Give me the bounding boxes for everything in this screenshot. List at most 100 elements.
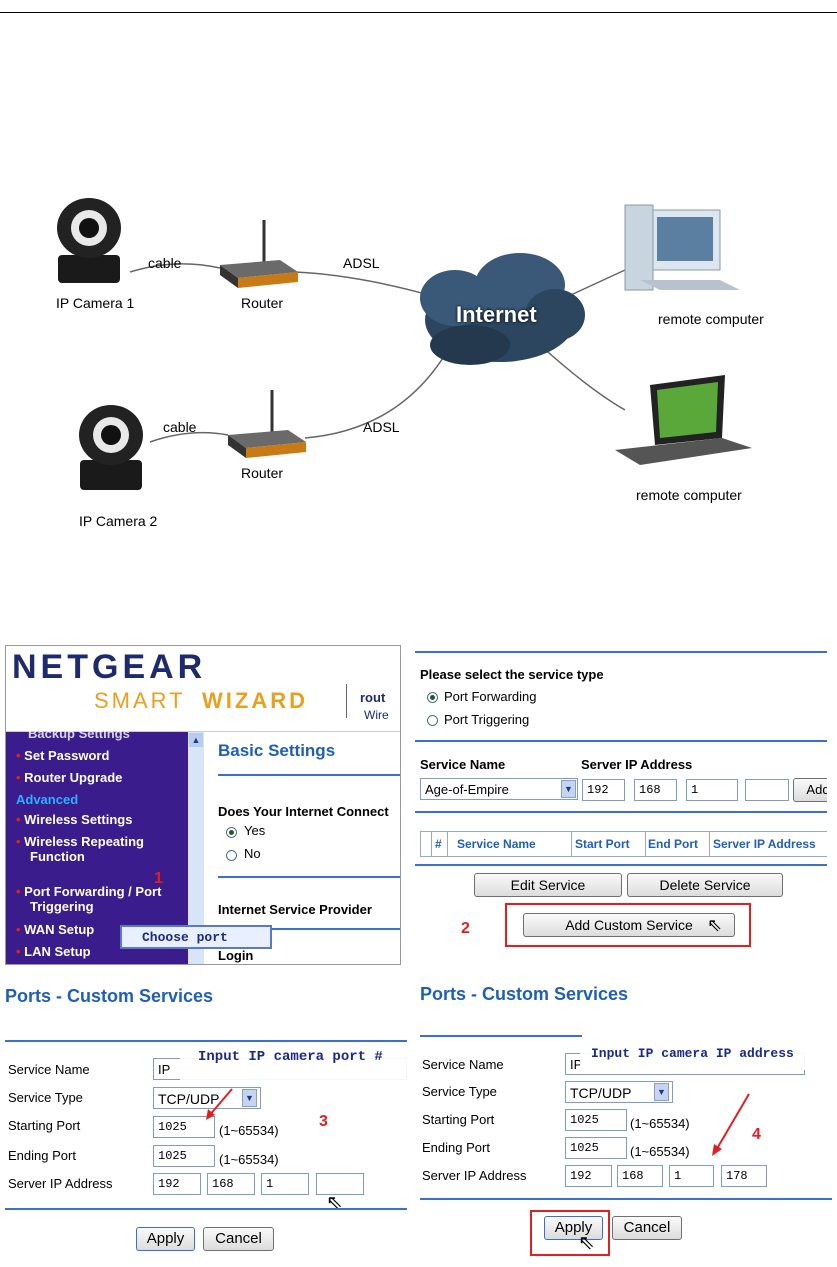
right-ip-octet-2[interactable]: 168 <box>617 1165 663 1187</box>
left-cancel-button[interactable]: Cancel <box>203 1227 274 1251</box>
right-cancel-button[interactable]: Cancel <box>612 1216 682 1240</box>
right-label-service-name: Service Name <box>422 1057 504 1072</box>
cable-line-2 <box>149 431 229 443</box>
ip-camera-2-icon <box>79 405 143 490</box>
basic-settings-rule <box>218 774 400 776</box>
service-top-rule <box>415 651 827 653</box>
cable-label-2: cable <box>163 419 197 435</box>
right-label-server-ip: Server IP Address <box>422 1168 527 1183</box>
yes-radio[interactable] <box>226 827 237 838</box>
menu-item-partial[interactable]: Backup Settings <box>28 726 130 741</box>
left-ip-octet-2[interactable]: 168 <box>207 1173 255 1195</box>
left-end-range: (1~65534) <box>219 1152 279 1167</box>
line-remote-2 <box>539 344 626 411</box>
left-label-starting-port: Starting Port <box>8 1118 81 1133</box>
ip-octet-1[interactable]: 192 <box>582 779 625 801</box>
menu-item-wireless-settings[interactable]: • Wireless Settings <box>16 812 133 827</box>
service-select[interactable]: Age-of-Empire <box>420 778 578 800</box>
right-service-type-select[interactable]: TCP/UDP <box>565 1081 673 1103</box>
right-label-service-type: Service Type <box>422 1084 497 1099</box>
custom-left-top-rule <box>5 1040 407 1042</box>
left-apply-button[interactable]: Apply <box>136 1227 195 1251</box>
add-button[interactable]: Add <box>793 778 827 802</box>
left-start-range: (1~65534) <box>219 1123 279 1138</box>
right-apply-button[interactable]: Apply <box>544 1216 603 1240</box>
server-ip-header: Server IP Address <box>581 757 693 772</box>
port-triggering-radio[interactable] <box>427 715 438 726</box>
right-ip-octet-1[interactable]: 192 <box>565 1165 612 1187</box>
custom-left-title: Ports - Custom Services <box>5 986 214 1006</box>
delete-service-button[interactable]: Delete Service <box>627 873 783 897</box>
menu-item-set-password[interactable]: • Set Password <box>16 748 110 763</box>
no-label: No <box>244 846 261 861</box>
adsl-line-2 <box>304 349 449 439</box>
left-ip-octet-4[interactable] <box>316 1173 364 1195</box>
menu-item-lan-setup[interactable]: • LAN Setup <box>16 944 91 959</box>
right-ip-octet-4[interactable]: 178 <box>721 1165 767 1187</box>
netgear-logo: NETGEAR <box>12 648 207 686</box>
cable-line-1 <box>129 263 221 273</box>
isp-label: Internet Service Provider <box>218 902 372 917</box>
yes-label: Yes <box>244 823 266 838</box>
menu-item-wan-setup[interactable]: • WAN Setup <box>16 922 95 937</box>
logo-rout-text: rout <box>360 690 386 705</box>
col-end-port: End Port <box>648 837 698 851</box>
radio-group-rule <box>218 876 400 878</box>
port-forwarding-radio[interactable] <box>427 692 438 703</box>
left-ip-octet-3[interactable]: 1 <box>261 1173 309 1195</box>
no-radio[interactable] <box>226 850 237 861</box>
custom-right-title: Ports - Custom Services <box>420 984 629 1004</box>
port-triggering-label: Port Triggering <box>444 712 530 727</box>
col-service-name: Service Name <box>457 837 536 851</box>
menu-item-router-upgrade[interactable]: • Router Upgrade <box>16 770 123 785</box>
wizard-text: WIZARD <box>202 688 308 713</box>
add-custom-service-button[interactable]: Add Custom Service <box>523 913 735 937</box>
menu-scrollbar[interactable]: ▲ <box>188 732 204 964</box>
left-starting-port-input[interactable]: 1025 <box>153 1116 215 1138</box>
right-ending-port-input[interactable]: 1025 <box>565 1137 627 1159</box>
ip-octet-2[interactable]: 168 <box>634 779 677 801</box>
cursor-icon: ⇖ <box>707 915 723 935</box>
port-forwarding-label: Port Forwarding <box>444 689 537 704</box>
right-hint-backdrop <box>580 1040 816 1070</box>
logo-wire-text: Wire <box>364 708 389 722</box>
right-starting-port-input[interactable]: 1025 <box>565 1109 627 1131</box>
menu-item-port-forwarding[interactable]: • Port Forwarding / Port Triggering <box>16 884 162 914</box>
left-service-type-select[interactable]: TCP/UDP <box>153 1087 261 1109</box>
left-ip-octet-1[interactable]: 192 <box>153 1173 201 1195</box>
cable-label-1: cable <box>148 255 182 271</box>
laptop-computer-icon <box>615 375 752 465</box>
step-3-marker: 3 <box>319 1113 328 1130</box>
connection-question: Does Your Internet Connect <box>218 804 389 819</box>
menu-item-wireless-repeating[interactable]: • Wireless Repeating Function <box>16 834 144 864</box>
edit-service-button[interactable]: Edit Service <box>474 873 622 897</box>
menu-header-advanced: Advanced <box>16 792 79 807</box>
router-2-icon <box>228 390 306 458</box>
remote-computer-2-label: remote computer <box>636 487 742 503</box>
service-row-rule <box>415 811 827 813</box>
left-type-arrow-icon[interactable]: ▼ <box>242 1089 257 1107</box>
ip-camera-1-icon <box>57 198 121 283</box>
col-server-ip: Server IP Address <box>713 837 816 851</box>
custom-right-bottom-rule <box>420 1198 832 1200</box>
left-label-server-ip: Server IP Address <box>8 1176 113 1191</box>
col-start-port: Start Port <box>575 837 630 851</box>
left-label-service-type: Service Type <box>8 1090 83 1105</box>
left-ending-port-input[interactable]: 1025 <box>153 1145 215 1167</box>
logo-divider <box>346 684 347 718</box>
netgear-screenshot: NETGEAR SMART WIZARD rout Wire Backup Se… <box>5 645 401 965</box>
ip-octet-3[interactable]: 1 <box>686 779 738 801</box>
ip-octet-4[interactable] <box>745 779 789 801</box>
service-select-arrow-icon[interactable]: ▼ <box>561 780 576 798</box>
router-menu: Backup Settings • Set Password • Router … <box>6 726 204 964</box>
scroll-up-icon[interactable]: ▲ <box>189 733 203 747</box>
right-hint-text: Input IP camera IP address <box>591 1046 794 1061</box>
step-2-marker: 2 <box>461 920 470 937</box>
router-2-label: Router <box>241 465 284 481</box>
basic-settings-title: Basic Settings <box>218 741 336 760</box>
right-type-arrow-icon[interactable]: ▼ <box>654 1083 669 1101</box>
service-type-screenshot: Please select the service type Port Forw… <box>415 645 827 947</box>
custom-right-top-rule <box>420 1035 582 1037</box>
right-ip-octet-3[interactable]: 1 <box>669 1165 714 1187</box>
adsl-label-1: ADSL <box>343 255 380 271</box>
